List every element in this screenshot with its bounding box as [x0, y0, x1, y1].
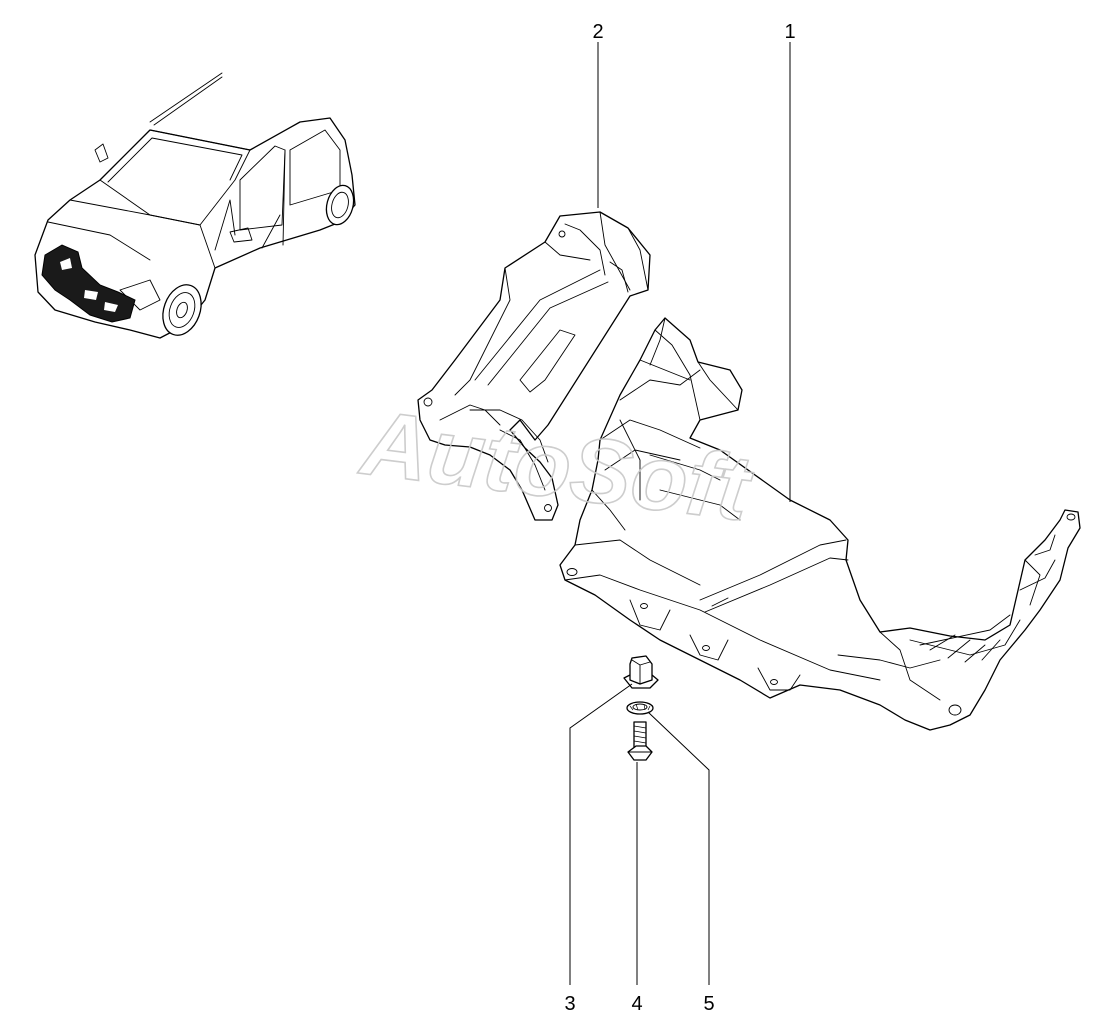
part-3-clip-nut	[623, 655, 659, 689]
part-2-side-shield	[417, 211, 651, 521]
part-5-washer	[626, 701, 654, 715]
part-1-engine-undertray	[559, 317, 1081, 731]
callout-5: 5	[703, 993, 714, 1015]
vehicle-location-thumbnail	[34, 72, 356, 339]
callout-3: 3	[564, 993, 575, 1015]
callout-1: 1	[784, 21, 795, 43]
callout-2: 2	[592, 21, 603, 43]
leader-lines	[569, 42, 791, 985]
callout-4: 4	[631, 993, 642, 1015]
part-4-screw	[627, 721, 653, 761]
